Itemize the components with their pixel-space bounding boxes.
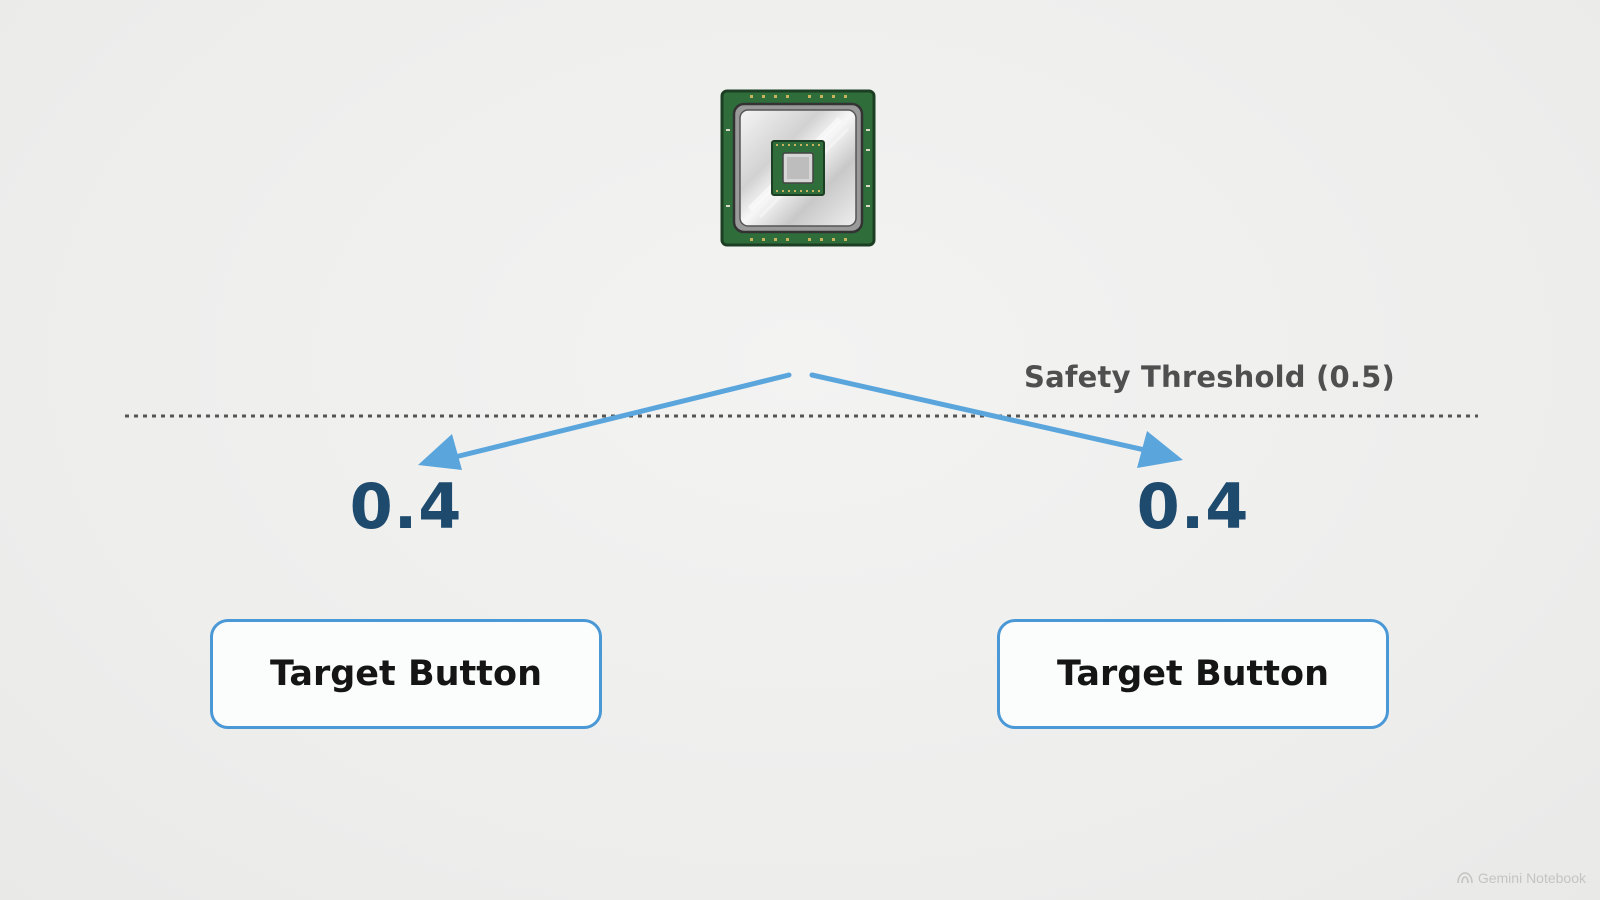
left-arrow	[418, 372, 792, 470]
right-score-value: 0.4	[1136, 470, 1250, 543]
safety-threshold-label: Safety Threshold (0.5)	[1024, 360, 1395, 394]
left-target-button[interactable]: Target Button	[210, 619, 602, 729]
left-score-value: 0.4	[349, 470, 463, 543]
notebook-logo-icon	[1457, 872, 1473, 884]
right-target-button[interactable]: Target Button	[997, 619, 1389, 729]
right-arrow	[809, 372, 1183, 468]
watermark: Gemini Notebook	[1457, 870, 1586, 886]
watermark-text: Gemini Notebook	[1477, 870, 1586, 886]
cpu-chip-icon	[720, 89, 876, 247]
